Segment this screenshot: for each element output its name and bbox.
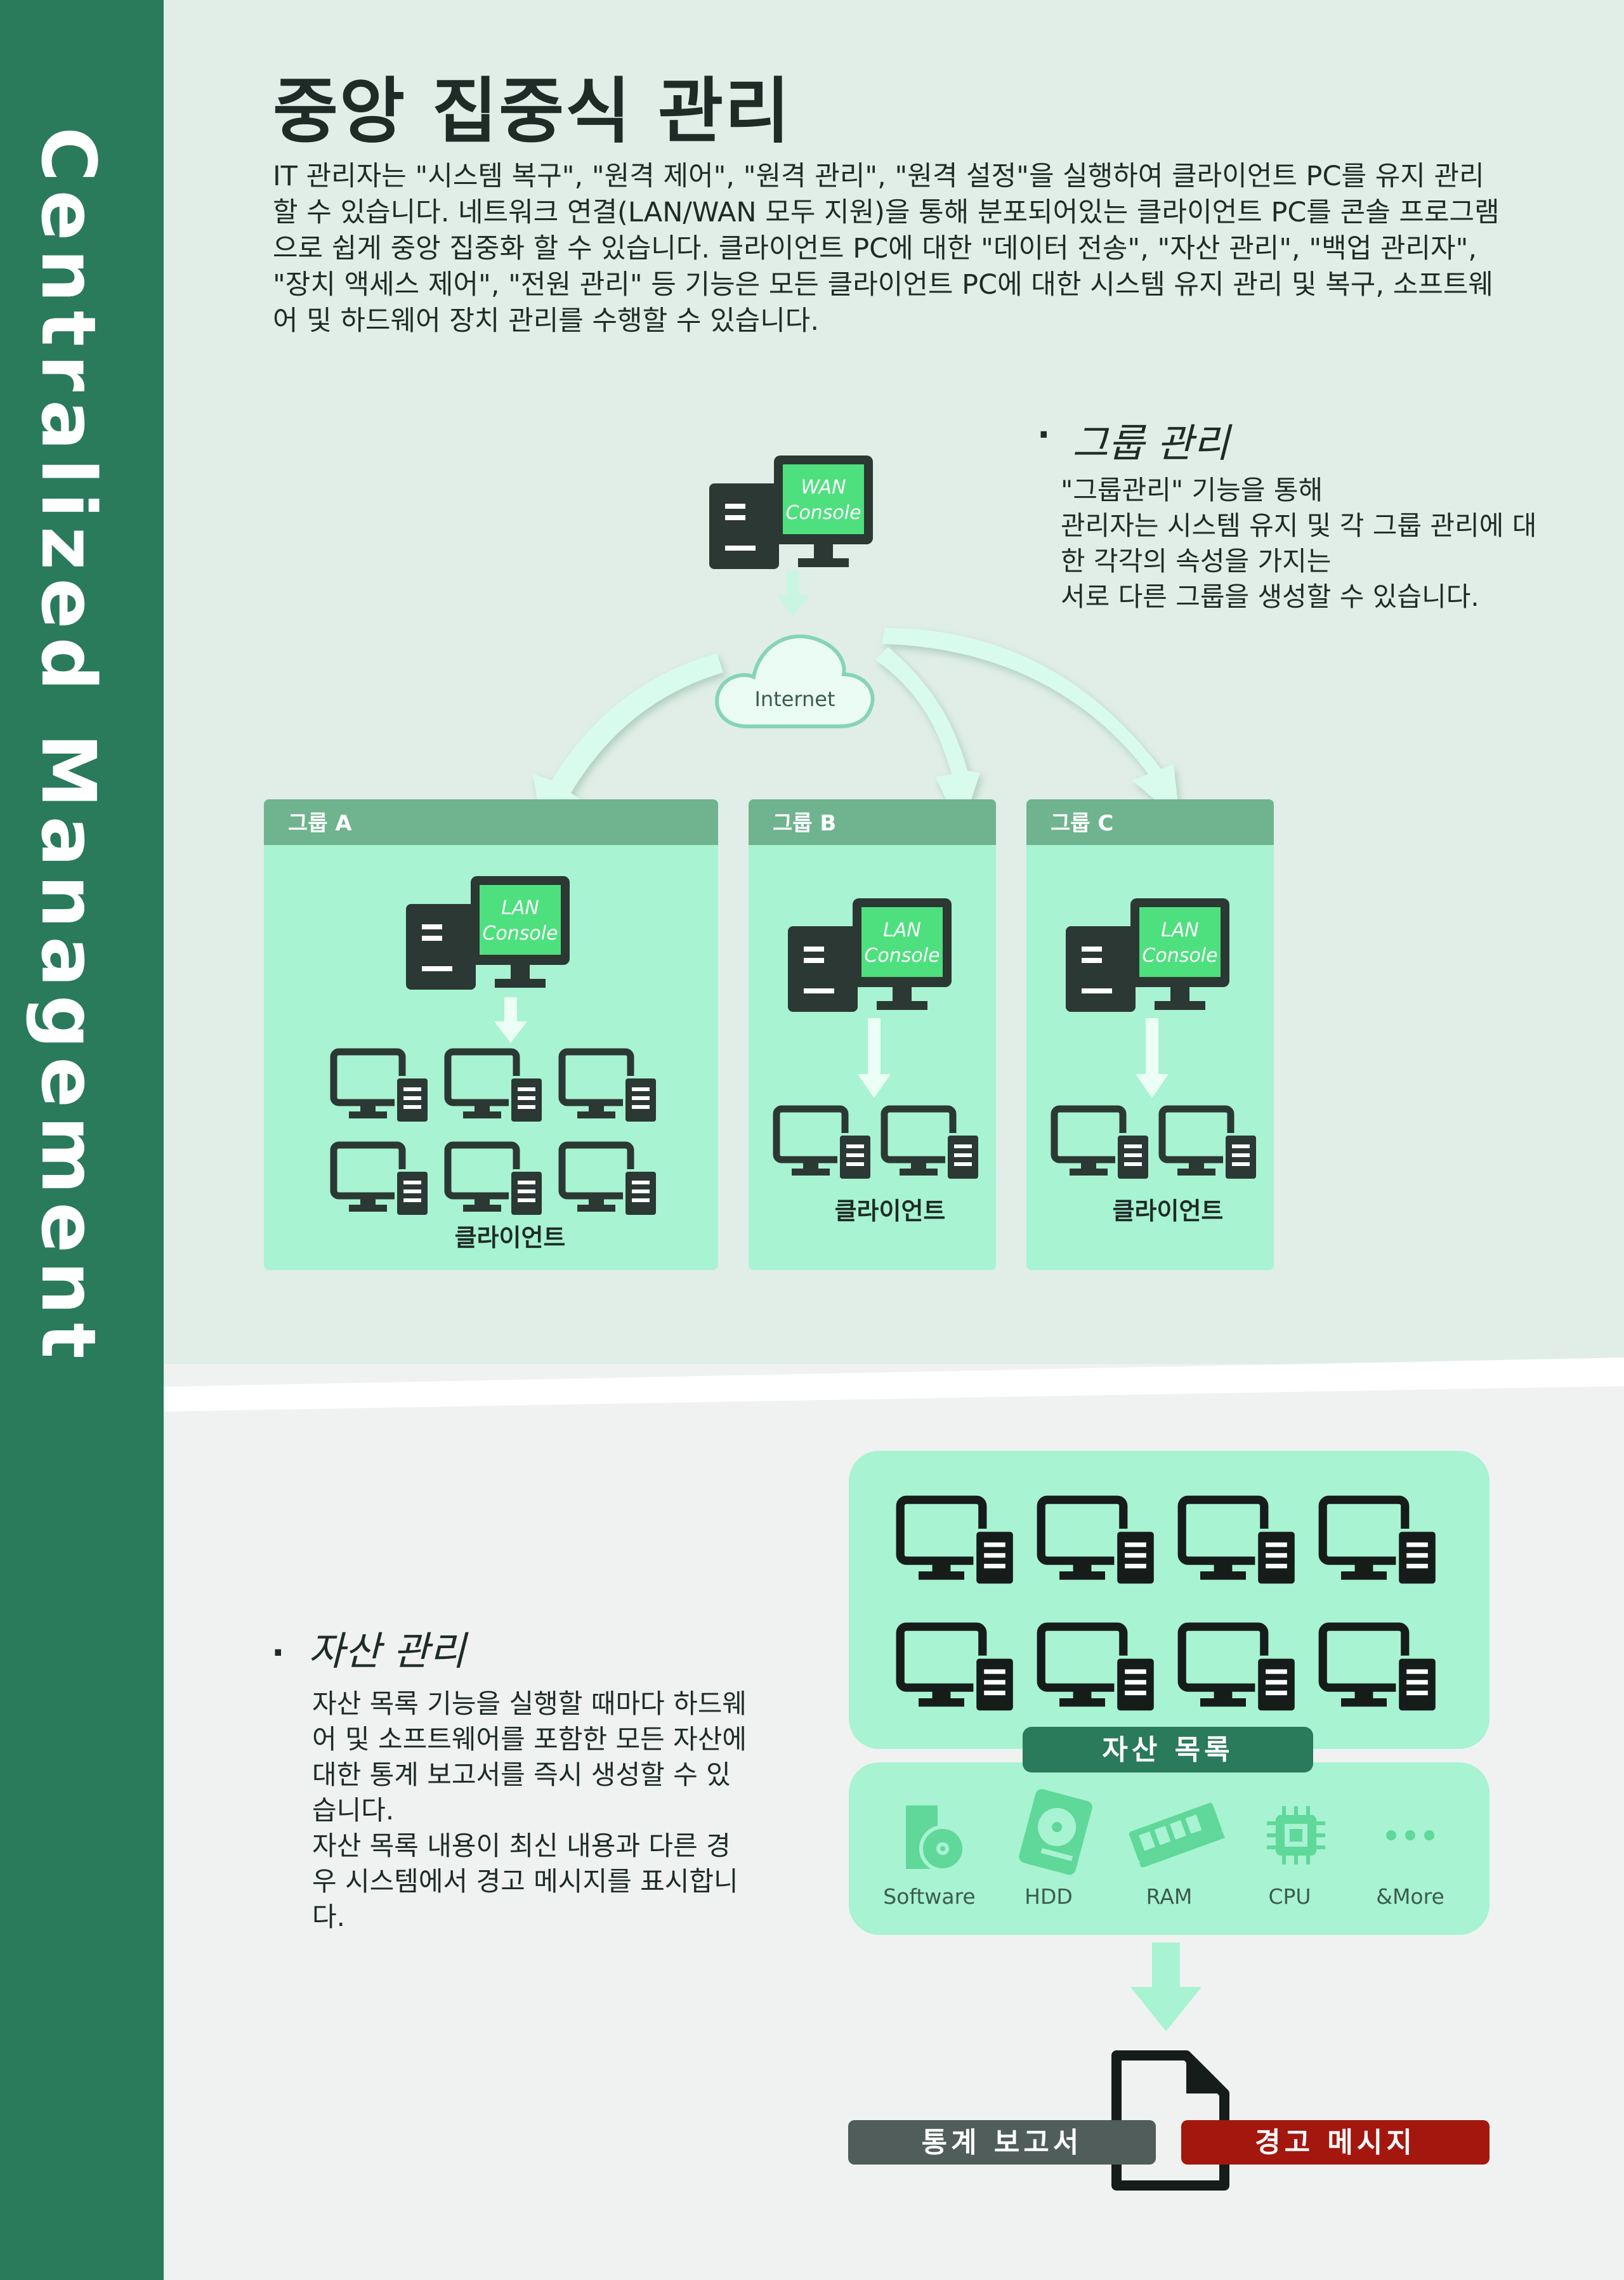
group-section-bullet: . [1037, 406, 1051, 446]
client-pc-icon [1158, 1105, 1259, 1181]
asset-body-line: 대한 통계 보고서를 즉시 생성할 수 있 [312, 1759, 731, 1790]
lan-console-icon: LAN Console [1066, 898, 1229, 1012]
inventory-item-label: RAM [1146, 1884, 1193, 1909]
arrow-to-group-b [875, 647, 980, 831]
asset-body-line: 다. [312, 1901, 345, 1932]
group-a-clients [330, 1048, 672, 1221]
asset-section-heading: 자산 관리 [308, 1628, 466, 1674]
lan-console-c-line2: Console [1142, 945, 1217, 967]
group-b-down-arrow [858, 1018, 891, 1098]
client-pc-icon [773, 1105, 873, 1181]
asset-body-line: 자산 목록 내용이 최신 내용과 다른 경 [312, 1830, 731, 1861]
inventory-down-arrow [1130, 1943, 1202, 2031]
group-a-header: 그룹 A [264, 799, 718, 845]
group-section-heading: 그룹 관리 [1072, 420, 1229, 466]
client-pc-icon [330, 1141, 430, 1217]
inventory-items-panel: Software HDD RAM CPU &More [849, 1762, 1490, 1935]
lan-console-icon: LAN Console [406, 876, 570, 990]
group-b-clients [773, 1105, 988, 1184]
page-title: 중앙 집중식 관리 [273, 70, 792, 153]
wan-console-line1: WAN [801, 476, 846, 499]
client-pc-icon [1177, 1622, 1298, 1713]
ram-icon [1129, 1802, 1225, 1867]
group-body-line: 관리자는 시스템 유지 및 각 그룹 관리에 대 [1061, 510, 1537, 541]
inventory-pc-panel [849, 1451, 1490, 1749]
asset-section-body: 자산 목록 기능을 실행할 때마다 하드웨 어 및 소프트웨어를 포함한 모든 … [312, 1686, 794, 1935]
client-pc-icon [896, 1622, 1016, 1713]
client-pc-icon [1318, 1622, 1439, 1713]
group-c-header: 그룹 C [1026, 799, 1274, 845]
asset-body-line: 자산 목록 기능을 실행할 때마다 하드웨 [312, 1688, 747, 1719]
diagonal-divider [164, 1358, 1624, 1421]
side-title: Centralized Management [25, 127, 112, 1367]
hdd-icon [1019, 1789, 1092, 1875]
group-body-line: "그룹관리" 기능을 통해 [1061, 475, 1323, 506]
client-pc-icon [1037, 1495, 1157, 1587]
asset-body-line: 어 및 소프트웨어를 포함한 모든 자산에 [312, 1724, 747, 1755]
lan-console-icon: LAN Console [788, 898, 952, 1012]
inventory-item-label: CPU [1268, 1884, 1311, 1909]
lan-console-b-line2: Console [864, 945, 940, 967]
statistics-report-label: 통계 보고서 [848, 2120, 1156, 2165]
group-b-client-label: 클라이언트 [834, 1197, 946, 1225]
group-body-line: 서로 다른 그룹을 생성할 수 있습니다. [1061, 581, 1479, 612]
client-pc-icon [444, 1141, 544, 1217]
wan-console-line2: Console [785, 502, 861, 524]
group-c-down-arrow [1136, 1018, 1169, 1098]
group-a-down-arrow [494, 997, 527, 1043]
software-disc-icon [906, 1805, 966, 1872]
cloud-label: Internet [754, 687, 835, 711]
client-pc-icon [896, 1495, 1016, 1587]
internet-cloud: Internet [715, 634, 875, 728]
cpu-icon [1267, 1806, 1325, 1864]
client-pc-icon [1037, 1622, 1157, 1713]
group-body-line: 한 각각의 속성을 가지는 [1061, 546, 1332, 577]
warning-message-label: 경고 메시지 [1181, 2120, 1490, 2165]
group-b-header: 그룹 B [749, 799, 996, 845]
lan-console-c-line1: LAN [1161, 919, 1199, 941]
group-b-box: 그룹 B [749, 799, 996, 1270]
side-band [0, 0, 164, 2280]
group-c-client-label: 클라이언트 [1112, 1197, 1224, 1225]
client-pc-icon [558, 1048, 658, 1124]
client-pc-icon [1051, 1105, 1151, 1181]
lan-console-a-line1: LAN [501, 897, 539, 919]
client-pc-icon [444, 1048, 544, 1124]
asset-body-line: 우 시스템에서 경고 메시지를 표시합니 [312, 1866, 738, 1897]
arrow-to-group-c [882, 628, 1180, 822]
lan-console-a-line2: Console [482, 922, 558, 945]
group-a-client-label: 클라이언트 [454, 1224, 566, 1252]
asset-section-bullet: . [272, 1624, 285, 1664]
wan-console-icon: WAN Console [709, 455, 873, 569]
client-pc-icon [558, 1141, 658, 1217]
more-dots-icon [1386, 1830, 1434, 1840]
client-pc-icon [1177, 1495, 1298, 1587]
inventory-item-label: Software [883, 1884, 976, 1909]
asset-list-label: 자산 목록 [1023, 1727, 1313, 1772]
group-c-clients [1051, 1105, 1266, 1184]
intro-paragraph: IT 관리자는 "시스템 복구", "원격 제어", "원격 관리", "원격 … [273, 161, 1500, 337]
inventory-item-label: &More [1376, 1884, 1444, 1909]
client-pc-icon [330, 1048, 430, 1124]
group-section-body: "그룹관리" 기능을 통해 관리자는 시스템 유지 및 각 그룹 관리에 대 한… [1061, 473, 1581, 615]
client-pc-icon [881, 1105, 981, 1181]
lan-console-b-line1: LAN [883, 919, 921, 941]
client-pc-icon [1318, 1495, 1439, 1587]
asset-body-line: 습니다. [312, 1795, 395, 1826]
inventory-item-label: HDD [1025, 1884, 1073, 1909]
wan-down-arrow [776, 571, 809, 617]
